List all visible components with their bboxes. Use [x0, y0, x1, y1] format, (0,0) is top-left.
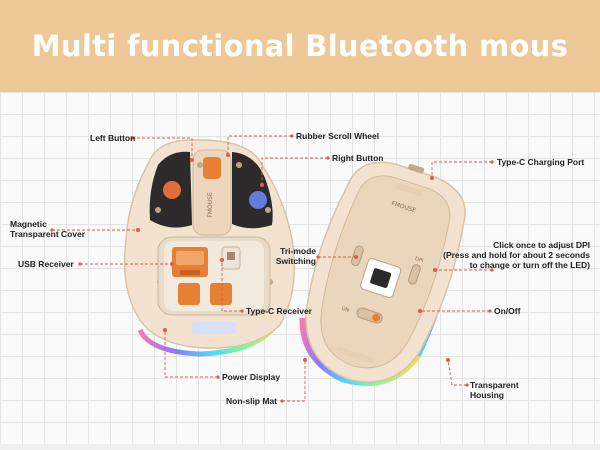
label-dpi-line1: Click once to adjust DPI — [493, 240, 590, 250]
label-type-c-charging-port: Type-C Charging Port — [497, 157, 585, 167]
label-dpi: Click once to adjust DPI (Press and hold… — [438, 240, 590, 270]
label-tri-mode-line2: Switching — [275, 256, 316, 266]
leader-dots — [50, 134, 494, 403]
label-dpi-line2: (Press and hold for about 2 seconds — [443, 250, 590, 260]
banner-title: Multi functional Bluetooth mous — [31, 29, 569, 63]
label-non-slip-mat: Non-slip Mat — [226, 396, 277, 406]
label-right-button: Right Button — [332, 153, 384, 163]
right-mouse-bottom: FMOUSE DPI ON — [299, 161, 466, 386]
label-tri-mode-line1: Tri-mode — [280, 246, 316, 256]
label-rubber-scroll-wheel: Rubber Scroll Wheel — [296, 131, 380, 141]
label-usb-receiver: USB Receiver — [18, 259, 74, 269]
header-banner: Multi functional Bluetooth mous — [0, 0, 600, 92]
label-left-button: Left Button — [90, 133, 136, 143]
label-magnetic-cover-line1: Magnetic — [10, 219, 47, 229]
label-on-off: On/Off — [494, 306, 521, 316]
dpi-text: DPI — [414, 256, 424, 264]
label-magnetic-cover-line2: Transparent Cover — [10, 229, 86, 239]
label-magnetic-cover: Magnetic Transparent Cover — [10, 219, 85, 239]
label-type-c-receiver: Type-C Receiver — [246, 306, 312, 316]
label-power-display: Power Display — [222, 372, 281, 382]
label-transparent-housing: Transparent Housing — [470, 380, 519, 400]
grid-background — [0, 92, 600, 444]
brand-mark-left: FMOUSE — [207, 192, 214, 218]
left-mouse-open: FMOUSE — [123, 139, 296, 357]
label-tri-mode: Tri-mode Switching — [270, 246, 316, 266]
label-transparent-line1: Transparent — [470, 380, 519, 390]
label-dpi-line3: to change or turn off the LED) — [469, 260, 590, 270]
on-text: ON — [341, 306, 350, 314]
bottom-strip — [0, 444, 600, 450]
leader-lines — [52, 135, 492, 402]
label-transparent-line2: Housing — [470, 390, 504, 400]
